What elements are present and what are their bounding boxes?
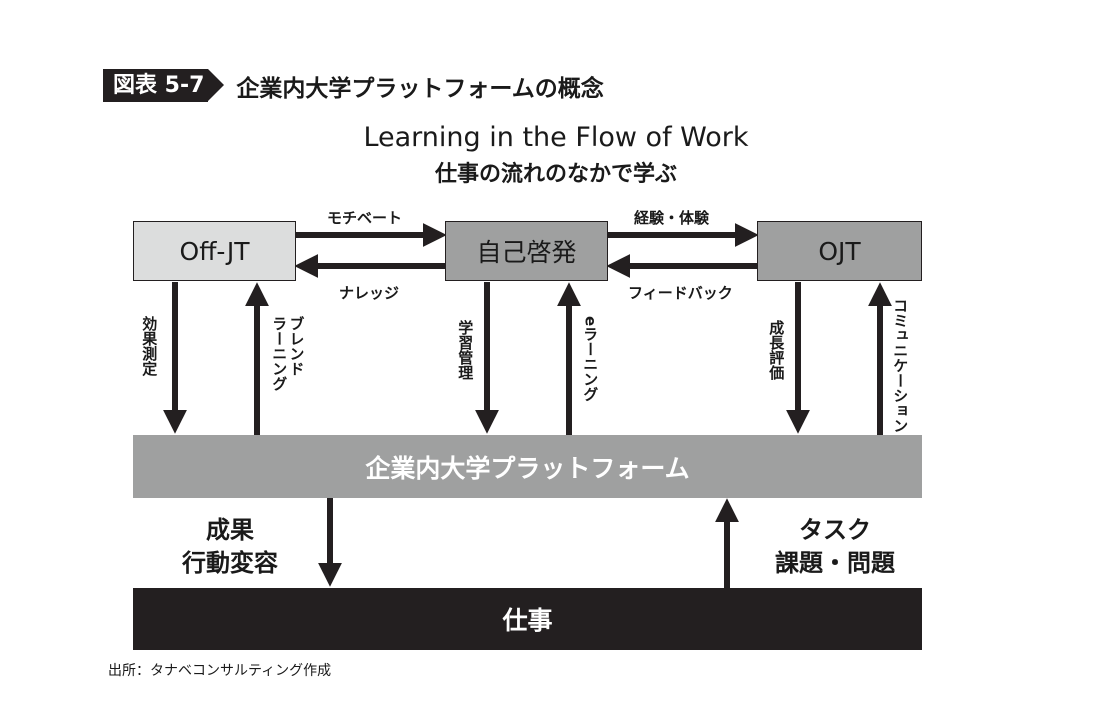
figure-heading: 図表 5-7 企業内大学プラットフォームの概念 xyxy=(103,69,604,102)
box-offjt: Off-JT xyxy=(133,221,296,281)
box-self-development: 自己啓発 xyxy=(445,221,608,281)
box-ojt: OJT xyxy=(757,221,922,281)
label-elearning: eラーニング xyxy=(581,316,600,402)
label-communication: コミュニケーション xyxy=(891,298,910,433)
label-tasks-line1: タスク xyxy=(799,516,871,544)
figure-title: 企業内大学プラットフォームの概念 xyxy=(236,75,604,102)
platform-bar: 企業内大学プラットフォーム xyxy=(133,435,922,498)
label-tasks: タスク 課題・問題 xyxy=(755,514,915,580)
label-blended-learning: ブレンド ラーニング xyxy=(270,316,305,391)
label-tasks-line2: 課題・問題 xyxy=(775,549,895,577)
subtitle-english: Learning in the Flow of Work xyxy=(363,122,749,153)
figure-number: 図表 5-7 xyxy=(103,69,225,102)
label-growth-eval: 成長評価 xyxy=(767,320,786,380)
subtitle-japanese: 仕事の流れのなかで学ぶ xyxy=(434,162,677,187)
label-effect-measure: 効果測定 xyxy=(140,316,159,376)
label-results: 成果 行動変容 xyxy=(150,514,310,580)
label-feedback: フィードバック xyxy=(628,284,733,302)
label-blended-learning-line1: ブレンド xyxy=(287,316,306,376)
source-note: 出所：タナベコンサルティング作成 xyxy=(108,663,332,679)
label-experience: 経験・体験 xyxy=(634,209,710,227)
label-learning-mgmt: 学習管理 xyxy=(456,320,475,380)
label-results-line2: 行動変容 xyxy=(182,549,278,577)
label-results-line1: 成果 xyxy=(206,516,254,544)
work-bar: 仕事 xyxy=(133,588,922,650)
label-blended-learning-line2: ラーニング xyxy=(270,316,289,391)
label-motivate: モチベート xyxy=(327,209,403,227)
label-knowledge: ナレッジ xyxy=(339,284,400,302)
